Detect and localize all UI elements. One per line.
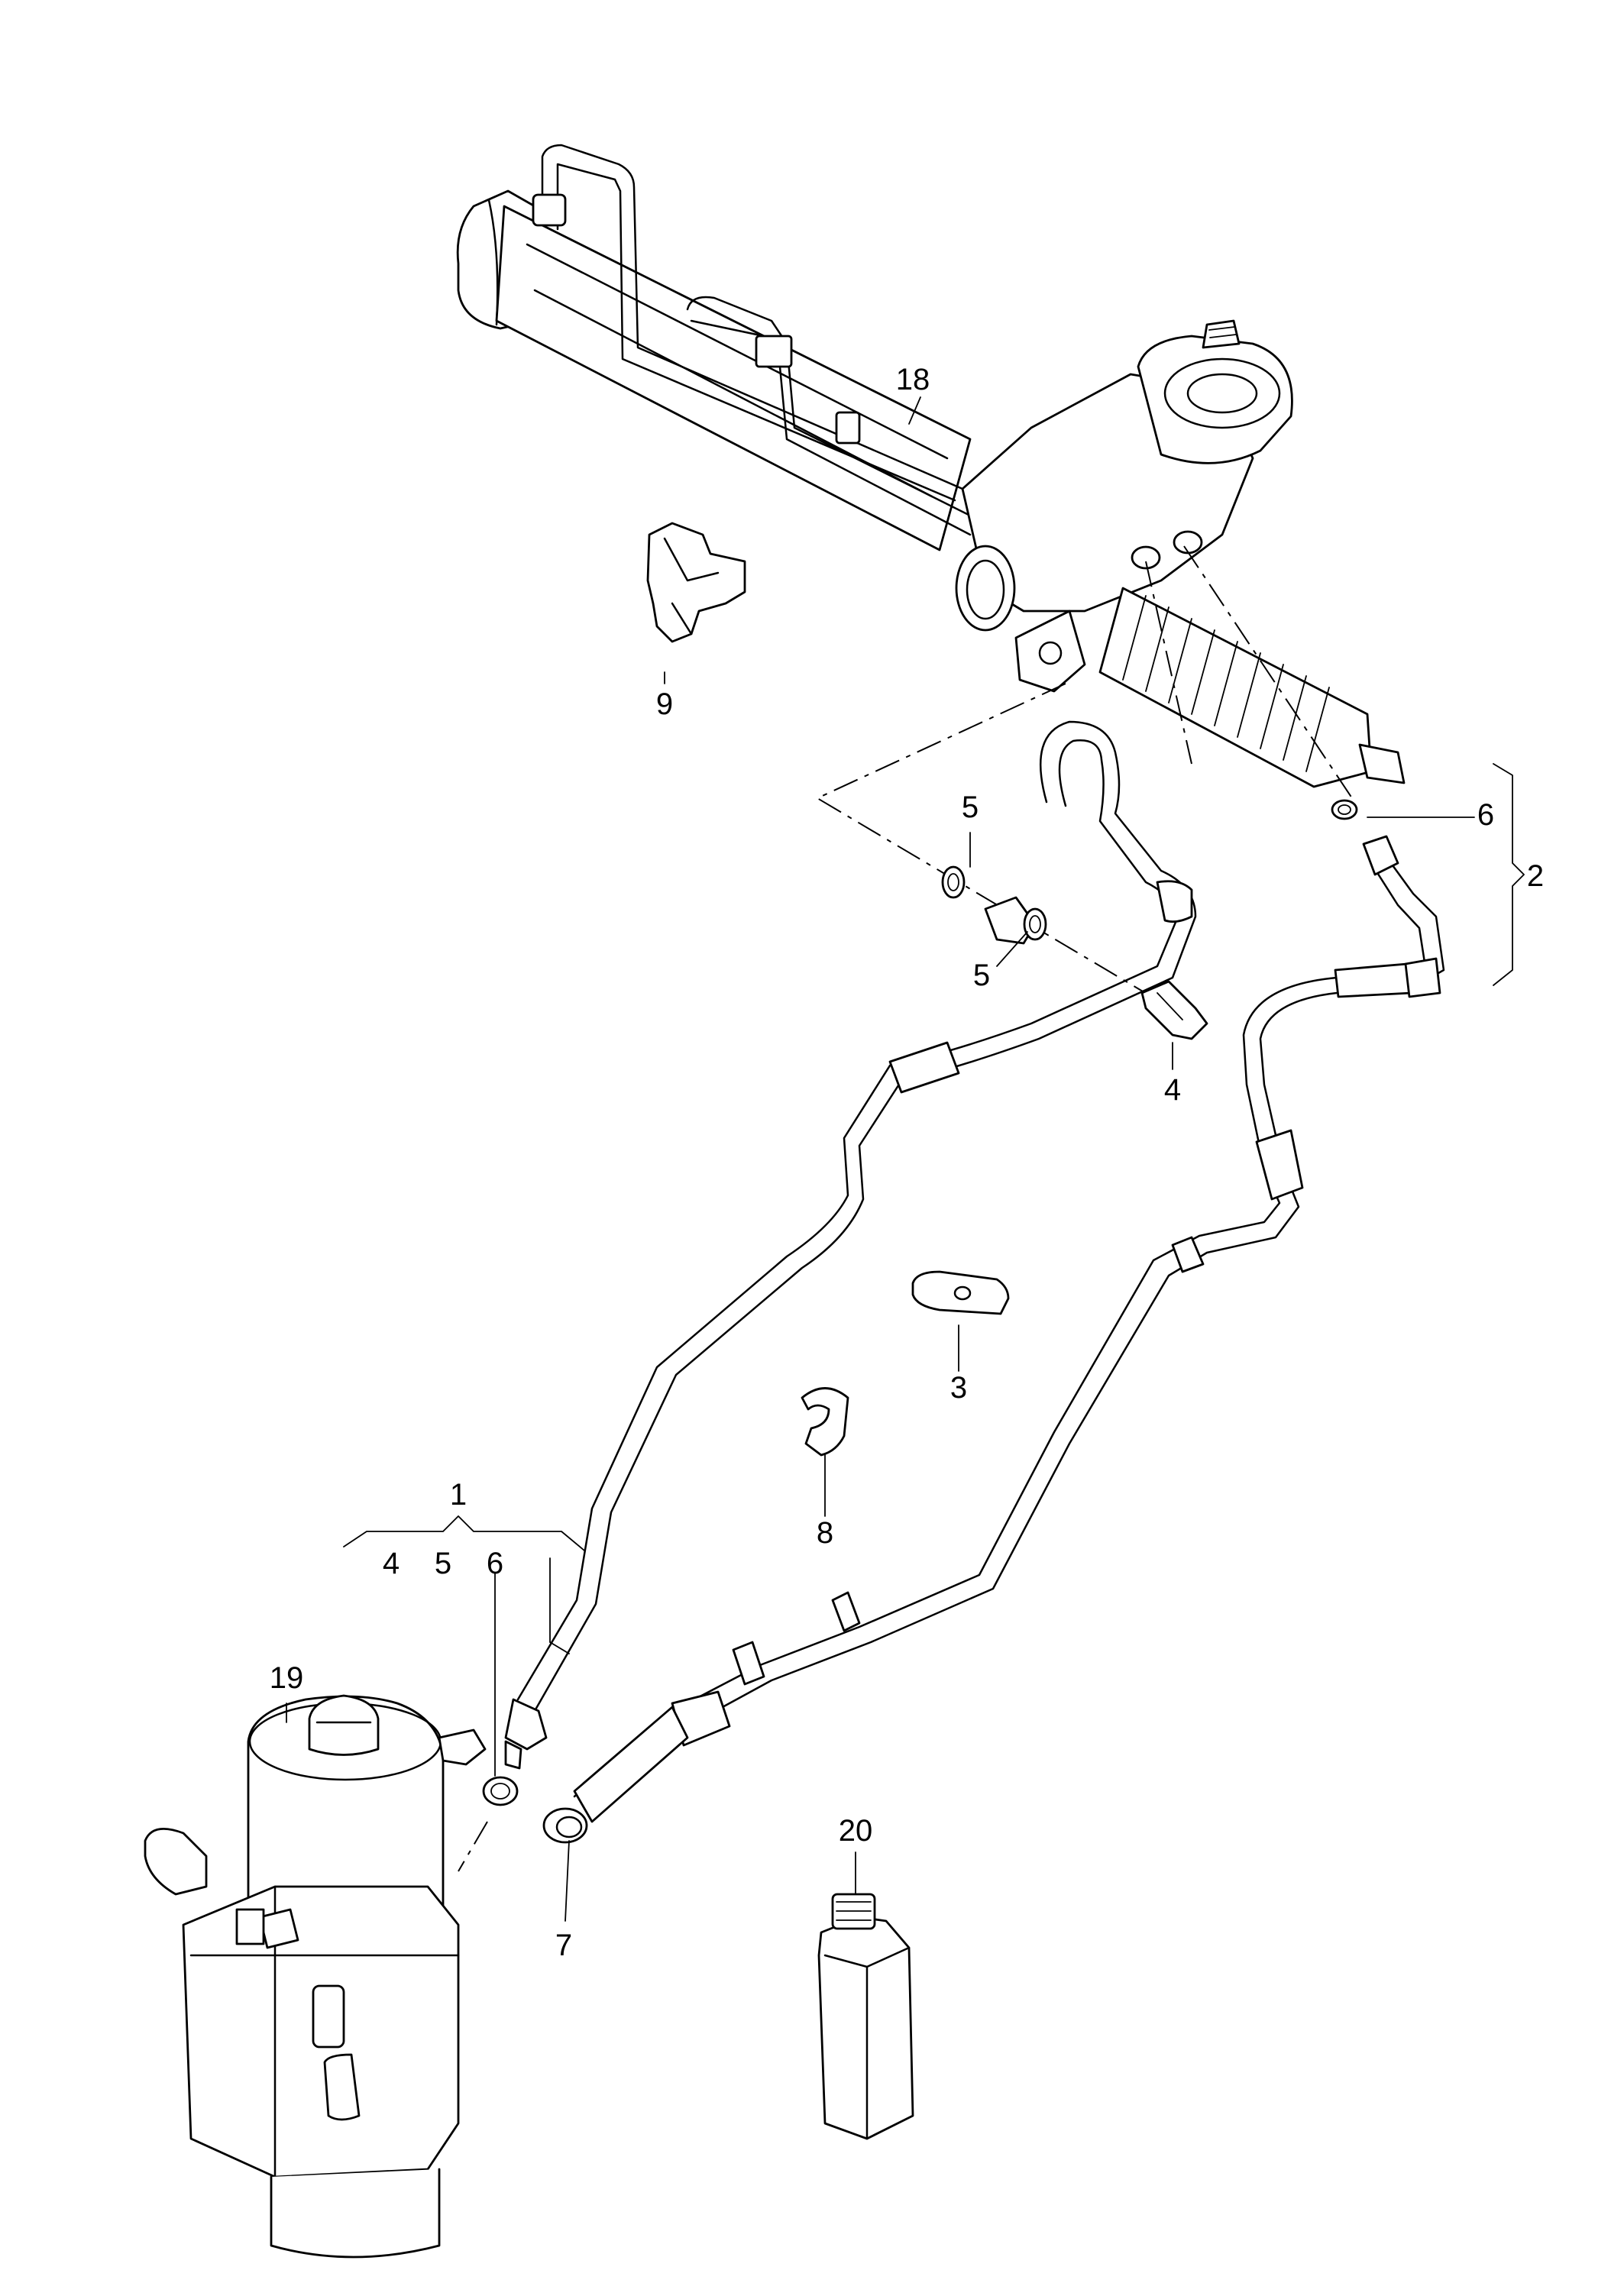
reference-line-port-left [1145, 561, 1192, 765]
callout-1: 1 [450, 1478, 467, 1512]
pressure-hose-part-1 [504, 720, 1197, 1770]
o-ring-part-5-lower [1023, 907, 1047, 941]
callout-4: 4 [1164, 1073, 1181, 1107]
fluid-bottle-part-20 [817, 1893, 914, 2140]
callout-8: 8 [817, 1516, 833, 1550]
callout-5-upper: 5 [962, 791, 979, 824]
hose-clamp-part-7 [542, 1807, 588, 1844]
leader-lines [286, 396, 1525, 1922]
callout-2: 2 [1527, 859, 1544, 893]
bracket-part-9 [646, 522, 746, 643]
callout-20: 20 [839, 1814, 873, 1848]
callout-19: 19 [270, 1661, 304, 1695]
reference-line-reservoir [458, 1821, 488, 1872]
callout-5-lower: 5 [973, 959, 990, 992]
clip-part-8 [801, 1387, 849, 1457]
steering-rack-part-18 [456, 144, 1406, 788]
o-ring-part-5-upper [941, 865, 966, 899]
clip-part-3 [911, 1270, 1010, 1315]
callout-7: 7 [555, 1929, 572, 1962]
callout-1-sub-5: 5 [435, 1547, 451, 1580]
callout-1-sub-6: 6 [487, 1547, 503, 1580]
o-ring-part-6-lower [482, 1776, 519, 1806]
o-ring-part-6-upper [1331, 799, 1358, 820]
banjo-bolt-part-4 [1140, 980, 1208, 1040]
callout-9: 9 [656, 687, 673, 721]
callout-1-sub-4: 4 [383, 1547, 400, 1580]
return-hose-part-2 [573, 835, 1445, 1823]
reference-line-port-right [1183, 545, 1353, 799]
callout-3: 3 [950, 1371, 967, 1405]
reservoir-pump-part-19 [144, 1694, 487, 2259]
callout-6: 6 [1477, 798, 1494, 832]
reference-line-bolt [815, 683, 1185, 1017]
callout-18: 18 [896, 363, 930, 396]
